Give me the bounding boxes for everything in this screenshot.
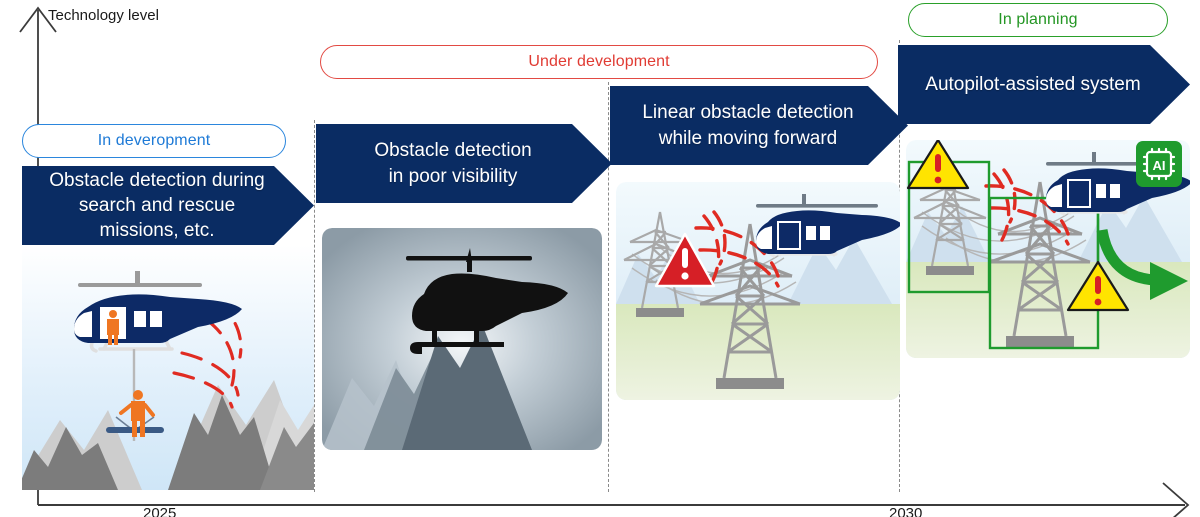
stage-1-arrow[interactable]: Obstacle detection during search and res…: [22, 166, 314, 245]
avoidance-arrow-icon: [1096, 228, 1188, 300]
stage-4-title-line-1: Autopilot-assisted system: [925, 73, 1141, 95]
stage-2-title-line-1: Obstacle detection: [374, 140, 532, 162]
stage-3-illustration: [616, 182, 900, 400]
y-axis-label: Technology level: [48, 7, 159, 24]
status-pill-label: In planning: [998, 11, 1078, 28]
stage-1-illustration: [22, 245, 314, 490]
stage-3-title-line-1: Linear obstacle detection: [642, 102, 854, 124]
x-tick-2030: 2030: [889, 505, 923, 517]
status-pill-in-planning[interactable]: In planning: [908, 3, 1168, 37]
stage-divider-2: [608, 82, 609, 492]
alert-triangle-icon: [654, 232, 716, 288]
stage-2-illustration: [322, 228, 602, 450]
warning-triangle-icon-1: [906, 140, 970, 190]
stage-1-title-line-2: search and rescue: [78, 194, 236, 216]
status-pill-in-development[interactable]: In deveropment: [22, 124, 286, 158]
stage-1-title-line-1: Obstacle detection during: [49, 169, 265, 191]
stage-1-title-line-3: missions, etc.: [99, 220, 215, 242]
stage-3-title-line-2: while moving forward: [658, 127, 838, 149]
ai-chip-label: AI: [1153, 158, 1166, 173]
stage-divider-1: [314, 120, 315, 492]
stage-2-title-line-2: in poor visibility: [388, 165, 518, 187]
warning-triangle-icon-2: [1066, 260, 1130, 312]
x-tick-2025: 2025: [143, 505, 177, 517]
status-pill-under-development[interactable]: Under development: [320, 45, 878, 79]
stage-4-arrow[interactable]: Autopilot-assisted system: [898, 45, 1190, 124]
stage-3-arrow[interactable]: Linear obstacle detection while moving f…: [610, 86, 908, 165]
ai-chip-icon: AI: [1136, 141, 1182, 187]
status-pill-label: Under development: [528, 53, 670, 70]
stage-2-arrow[interactable]: Obstacle detection in poor visibility: [316, 124, 612, 203]
status-pill-label: In deveropment: [97, 132, 211, 149]
